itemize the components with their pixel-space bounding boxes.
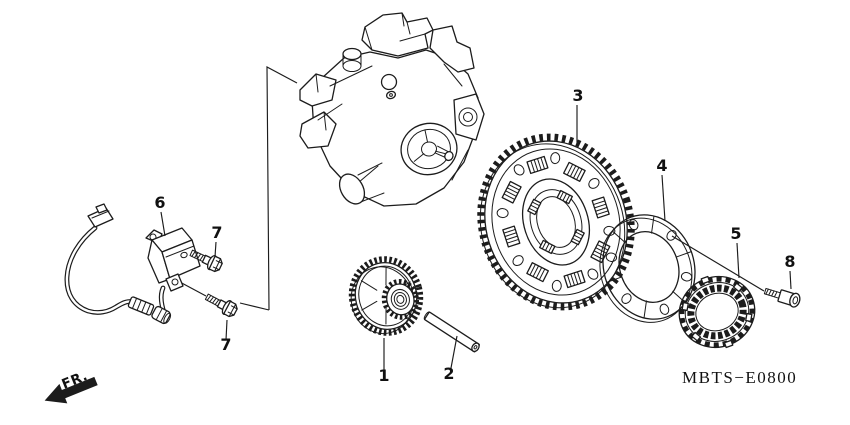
diagram-code: MBTS−E0800 — [682, 368, 797, 387]
engine-crankcase-drawing — [299, 12, 485, 207]
cage-tabs — [681, 275, 753, 349]
collar-pads — [527, 189, 585, 255]
callout-4: 4 — [656, 156, 667, 175]
wire-grommet — [127, 296, 155, 316]
one-way-clutch-drawing — [678, 275, 756, 349]
callout-8: 8 — [784, 252, 795, 271]
callout-6: 6 — [154, 193, 165, 212]
pinion-gear — [381, 279, 420, 320]
generator-opening — [400, 122, 458, 176]
wire-connector — [87, 203, 114, 228]
gear-face-holes — [496, 152, 616, 292]
flange-bolt-upper-drawing — [189, 249, 223, 273]
callout-7-lower: 7 — [220, 335, 231, 354]
fr-arrow-icon — [44, 376, 98, 404]
sensor-body — [145, 227, 201, 292]
callout-7-upper: 7 — [211, 223, 222, 242]
callout-1: 1 — [378, 366, 389, 385]
gear-shaft-drawing — [423, 311, 480, 353]
callout-2: 2 — [443, 364, 454, 383]
mount-zone-bracket — [266, 66, 298, 311]
wire-boot — [151, 305, 172, 325]
plate-bolt-holes — [605, 219, 693, 315]
callout-3: 3 — [572, 86, 583, 105]
bolt8-to-plate-line — [671, 235, 765, 292]
reduction-gear-drawing — [348, 256, 424, 336]
clutch-outer-plate-drawing — [599, 214, 696, 323]
flange-bolt-lower-drawing — [204, 293, 238, 318]
callout-leaders — [160, 105, 792, 370]
pulse-generator-drawing — [64, 203, 201, 325]
front-direction-marker: FR. — [44, 368, 98, 404]
callout-5: 5 — [730, 224, 741, 243]
socket-bolt-drawing — [763, 287, 801, 308]
